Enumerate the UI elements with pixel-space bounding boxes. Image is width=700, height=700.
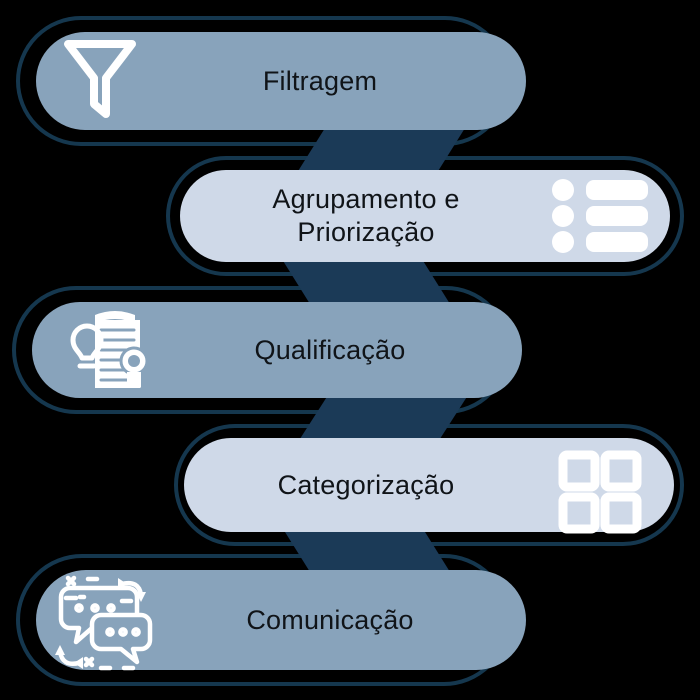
award-seal (119, 346, 149, 376)
step-2-group[interactable] (180, 170, 670, 262)
step-3-group[interactable] (32, 302, 522, 398)
pill-step-2 (180, 170, 670, 262)
pill-step-3 (32, 302, 522, 398)
pill-step-1 (36, 32, 526, 130)
funnel-icon (64, 40, 136, 118)
pill-step-5 (36, 570, 526, 670)
chat-bubbles-icon (55, 575, 153, 671)
certificate-idea-icon (70, 311, 149, 388)
step-5-group[interactable] (36, 570, 526, 671)
pill-step-4 (184, 438, 674, 532)
step-4-group[interactable] (184, 438, 674, 534)
grid-four-squares-icon (558, 450, 642, 534)
list-bullets-icon (552, 179, 648, 253)
step-1-group[interactable] (36, 32, 526, 130)
